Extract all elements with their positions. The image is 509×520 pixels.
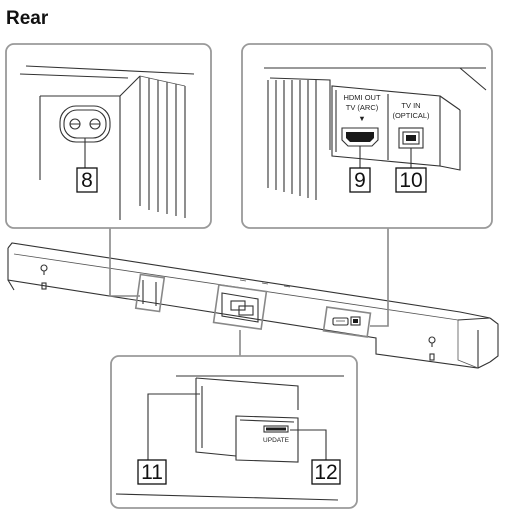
panel-ac-inlet: 8 (5, 43, 212, 229)
callout-9: 9 (354, 169, 366, 192)
panel-update: UPDATE 11 12 (110, 355, 358, 509)
callout-11: 11 (141, 461, 163, 484)
highlight-ac-inlet (134, 273, 166, 313)
leader-left (109, 226, 140, 297)
leader-right (370, 226, 389, 327)
vents-left (139, 75, 186, 218)
bar-port-cluster (332, 316, 361, 326)
callout-10: 10 (399, 169, 422, 192)
soundbar-illustration (7, 242, 499, 369)
highlight-right-ports (322, 306, 372, 338)
hdmi-arrow: ▼ (358, 114, 365, 123)
rear-heading: Rear (6, 8, 49, 29)
tv-in-label-line2: (OPTICAL) (392, 111, 430, 120)
left-mount-hole (40, 264, 48, 290)
tv-in-label-line1: TV IN (401, 101, 420, 110)
highlight-center (212, 283, 268, 331)
vents-right (267, 80, 317, 200)
panel-hdmi-optical: HDMI OUT TV (ARC) ▼ TV IN (OPTICAL) 9 10 (241, 43, 493, 229)
right-mount-hole (428, 336, 436, 361)
hdmi-out-label-line1: HDMI OUT (343, 93, 380, 102)
hdmi-port-icon (341, 127, 379, 147)
update-label: UPDATE (263, 437, 290, 444)
callout-8: 8 (81, 169, 93, 192)
hdmi-out-label-line2: TV (ARC) (346, 103, 379, 112)
callout-12: 12 (314, 461, 337, 484)
center-recess (221, 292, 259, 323)
